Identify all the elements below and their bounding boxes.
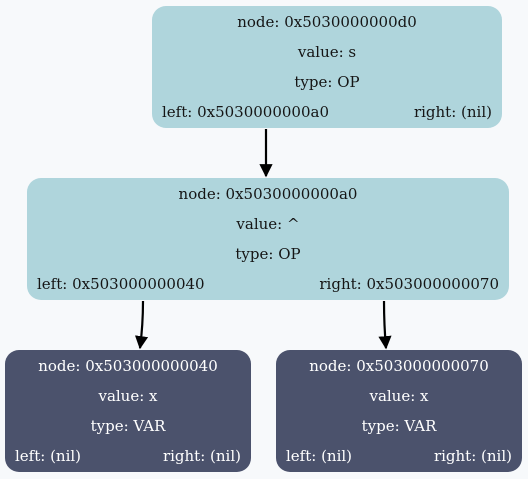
node-left-pointer: left: 0x5030000000a0: [162, 103, 329, 121]
node-right-pointer: right: (nil): [162, 447, 241, 465]
node-left-pointer: left: (nil): [15, 447, 82, 465]
node-right-pointer: right: (nil): [413, 103, 492, 121]
node-value: value: s: [297, 43, 357, 61]
node-address: node: 0x5030000000a0: [178, 185, 358, 203]
node-pow[interactable]: node: 0x5030000000a0 value: ^ type: OP l…: [27, 178, 509, 300]
node-type: type: OP: [294, 73, 360, 91]
node-address: node: 0x503000000040: [38, 357, 218, 375]
node-value: value: ^: [236, 215, 300, 233]
node-value: value: x: [369, 387, 429, 405]
node-left-pointer: left: (nil): [286, 447, 353, 465]
node-type: type: VAR: [90, 417, 166, 435]
node-links: left: 0x503000000040 right: 0x5030000000…: [27, 269, 509, 299]
node-type: type: OP: [235, 245, 301, 263]
node-links: left: 0x5030000000a0 right: (nil): [152, 97, 502, 127]
node-type: type: VAR: [361, 417, 437, 435]
node-links: left: (nil) right: (nil): [276, 441, 522, 471]
node-root[interactable]: node: 0x5030000000d0 value: s type: OP l…: [152, 6, 502, 128]
node-address: node: 0x503000000070: [309, 357, 489, 375]
node-left-var[interactable]: node: 0x503000000040 value: x type: VAR …: [5, 350, 251, 472]
edge-pow-to-left: [134, 300, 149, 350]
node-right-var[interactable]: node: 0x503000000070 value: x type: VAR …: [276, 350, 522, 472]
node-left-pointer: left: 0x503000000040: [37, 275, 205, 293]
node-links: left: (nil) right: (nil): [5, 441, 251, 471]
node-right-pointer: right: (nil): [433, 447, 512, 465]
node-address: node: 0x5030000000d0: [237, 13, 417, 31]
node-right-pointer: right: 0x503000000070: [319, 275, 499, 293]
node-value: value: x: [98, 387, 158, 405]
edge-pow-to-right: [378, 300, 392, 350]
